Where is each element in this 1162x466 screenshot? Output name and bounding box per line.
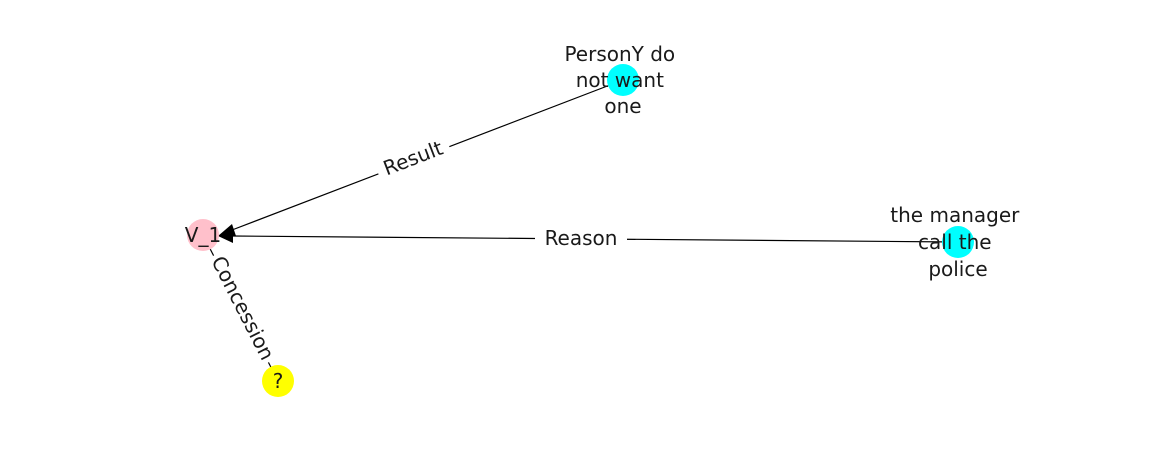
node-label-manager: the manager call the police bbox=[890, 203, 1025, 281]
node-label-unknown: ? bbox=[273, 369, 284, 393]
edge-label-concession: Concession bbox=[207, 252, 280, 364]
node-label-persony-line-2: not want bbox=[576, 68, 664, 92]
edge-label-result-group: Result bbox=[372, 131, 454, 185]
node-label-persony-line-3: one bbox=[604, 94, 641, 118]
node-label-manager-line-3: police bbox=[928, 257, 987, 281]
edge-label-reason: Reason bbox=[545, 226, 618, 250]
node-persony bbox=[607, 64, 639, 96]
edge-label-reason-bg bbox=[535, 224, 627, 252]
edge-label-result: Result bbox=[380, 136, 446, 181]
node-unknown bbox=[262, 365, 294, 397]
node-label-v1: V_1 bbox=[185, 223, 221, 247]
node-label-persony-line-1: PersonY do bbox=[564, 42, 675, 66]
edge-label-concession-bg bbox=[203, 248, 283, 368]
edge-label-concession-group: Concession bbox=[203, 248, 283, 368]
edge-label-reason-group: Reason bbox=[535, 224, 627, 252]
node-label-manager-line-2: call the bbox=[918, 230, 992, 254]
arrow-reason-head bbox=[218, 229, 233, 243]
node-v1 bbox=[187, 219, 219, 251]
node-manager bbox=[942, 226, 974, 258]
edge-label-result-bg bbox=[372, 131, 454, 185]
node-label-persony: PersonY do not want one bbox=[564, 42, 681, 118]
node-label-manager-line-1: the manager bbox=[890, 203, 1020, 227]
